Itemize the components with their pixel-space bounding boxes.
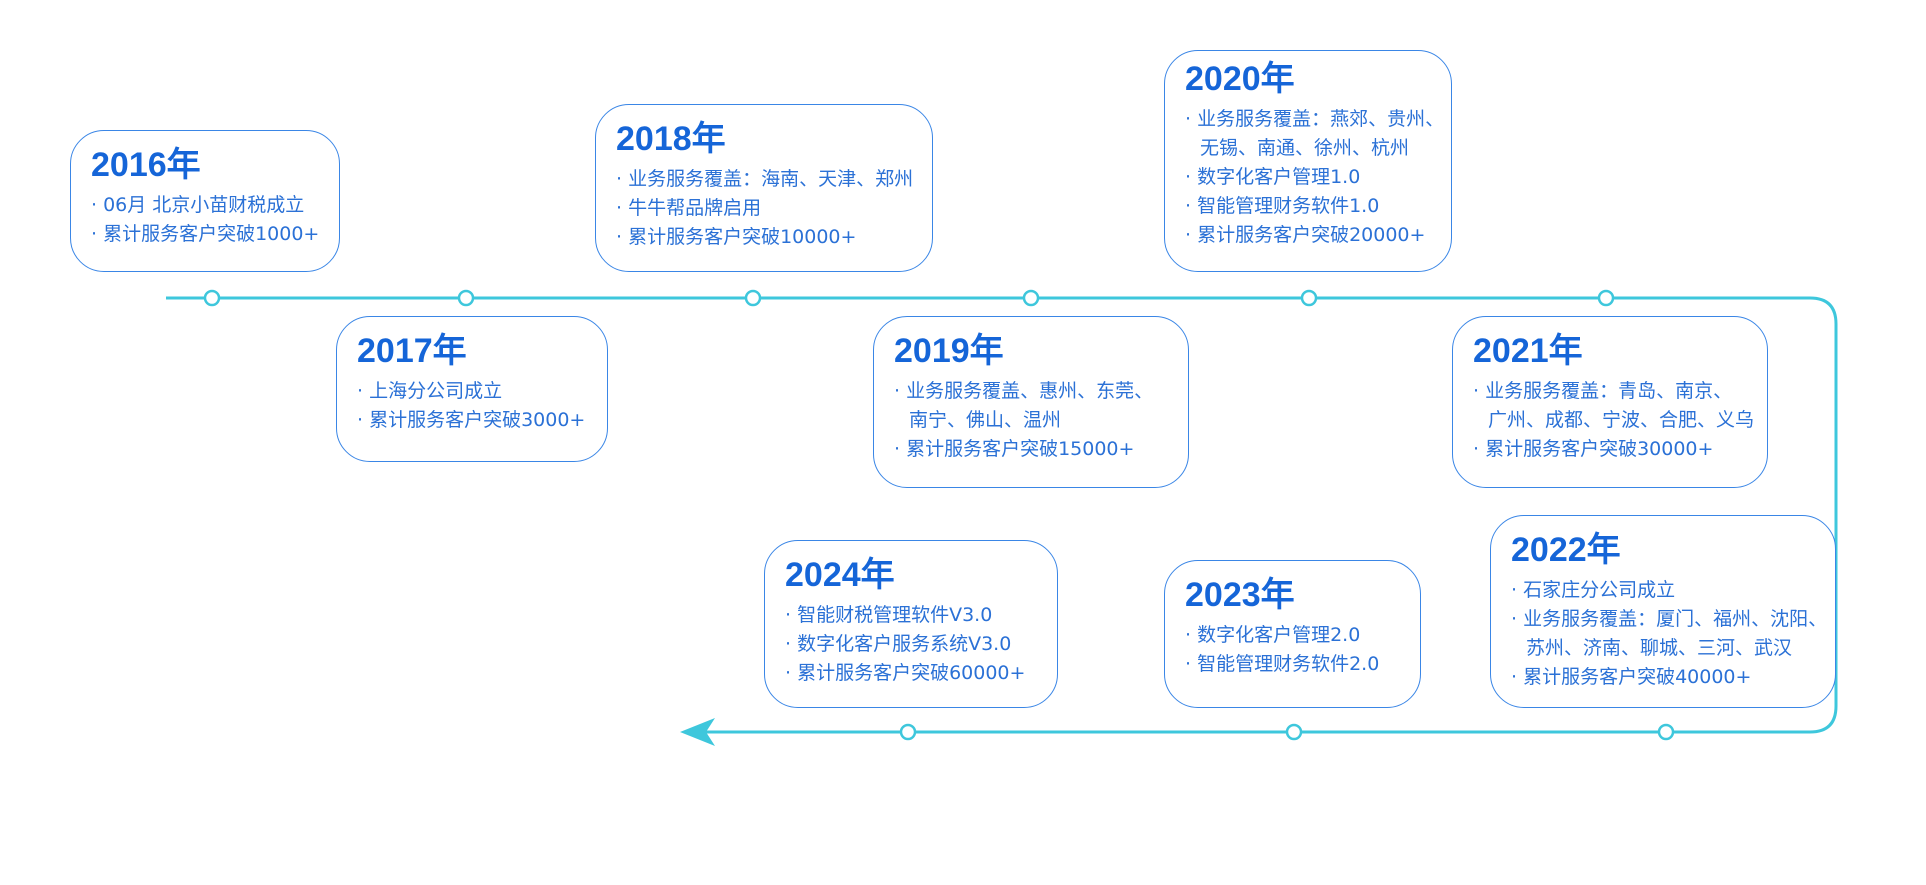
timeline-node bbox=[899, 723, 917, 741]
milestone-card-2020: 2020年 · 业务服务覆盖：燕郊、贵州、 无锡、南通、徐州、杭州 · 数字化客… bbox=[1164, 50, 1452, 272]
milestone-year: 2022年 bbox=[1511, 531, 1621, 569]
milestone-card-2017: 2017年 · 上海分公司成立 · 累计服务客户突破3000+ bbox=[336, 316, 608, 462]
milestone-card-2024: 2024年 · 智能财税管理软件V3.0 · 数字化客户服务系统V3.0 · 累… bbox=[764, 540, 1058, 708]
timeline-node bbox=[1657, 723, 1675, 741]
milestone-year: 2016年 bbox=[91, 146, 201, 184]
milestone-item: · 06月 北京小苗财税成立 bbox=[91, 194, 305, 216]
milestone-item: · 牛牛帮品牌启用 bbox=[616, 197, 762, 219]
milestone-item: · 上海分公司成立 bbox=[357, 380, 503, 402]
milestone-item: · 智能管理财务软件1.0 bbox=[1185, 195, 1380, 217]
milestone-item: · 石家庄分公司成立 bbox=[1511, 579, 1676, 601]
milestone-item: · 业务服务覆盖：燕郊、贵州、 bbox=[1185, 108, 1445, 130]
milestone-card-2022: 2022年 · 石家庄分公司成立 · 业务服务覆盖：厦门、福州、沈阳、 苏州、济… bbox=[1490, 515, 1836, 708]
milestone-item: · 累计服务客户突破30000+ bbox=[1473, 438, 1714, 460]
timeline-node bbox=[744, 289, 762, 307]
milestone-year: 2020年 bbox=[1185, 60, 1295, 98]
milestone-item: · 数字化客户管理1.0 bbox=[1185, 166, 1361, 188]
milestone-item: · 智能财税管理软件V3.0 bbox=[785, 604, 993, 626]
timeline-node bbox=[1300, 289, 1318, 307]
milestone-item: · 累计服务客户突破40000+ bbox=[1511, 666, 1752, 688]
milestone-item: · 智能管理财务软件2.0 bbox=[1185, 653, 1380, 675]
milestone-year: 2019年 bbox=[894, 332, 1004, 370]
timeline-line bbox=[166, 296, 1838, 734]
timeline-node bbox=[1022, 289, 1040, 307]
milestone-card-2021: 2021年 · 业务服务覆盖：青岛、南京、 广州、成都、宁波、合肥、义乌 · 累… bbox=[1452, 316, 1768, 488]
milestone-item: · 累计服务客户突破15000+ bbox=[894, 438, 1135, 460]
milestone-item: · 数字化客户管理2.0 bbox=[1185, 624, 1361, 646]
milestone-item: · 业务服务覆盖：海南、天津、郑州 bbox=[616, 168, 914, 190]
milestone-year: 2024年 bbox=[785, 556, 895, 594]
milestone-item: · 业务服务覆盖：厦门、福州、沈阳、 bbox=[1511, 608, 1828, 630]
milestone-year: 2021年 bbox=[1473, 332, 1583, 370]
milestone-item: 南宁、佛山、温州 bbox=[909, 409, 1062, 431]
milestone-card-2018: 2018年 · 业务服务覆盖：海南、天津、郑州 · 牛牛帮品牌启用 · 累计服务… bbox=[595, 104, 933, 272]
milestone-year: 2017年 bbox=[357, 332, 467, 370]
milestone-item: · 累计服务客户突破20000+ bbox=[1185, 224, 1426, 246]
timeline-node bbox=[1597, 289, 1615, 307]
milestone-item: 苏州、济南、聊城、三河、武汉 bbox=[1526, 637, 1793, 659]
milestone-card-2019: 2019年 · 业务服务覆盖、惠州、东莞、 南宁、佛山、温州 · 累计服务客户突… bbox=[873, 316, 1189, 488]
milestone-item: · 数字化客户服务系统V3.0 bbox=[785, 633, 1012, 655]
milestone-item: 无锡、南通、徐州、杭州 bbox=[1200, 137, 1410, 159]
timeline-node bbox=[1285, 723, 1303, 741]
timeline-node bbox=[457, 289, 475, 307]
milestone-item: · 业务服务覆盖、惠州、东莞、 bbox=[894, 380, 1154, 402]
milestone-item: 广州、成都、宁波、合肥、义乌 bbox=[1488, 409, 1755, 431]
milestone-item: · 业务服务覆盖：青岛、南京、 bbox=[1473, 380, 1733, 402]
milestone-card-2023: 2023年 · 数字化客户管理2.0 · 智能管理财务软件2.0 bbox=[1164, 560, 1421, 708]
arrow-head-icon bbox=[680, 718, 715, 746]
milestone-year: 2023年 bbox=[1185, 576, 1295, 614]
milestone-item: · 累计服务客户突破1000+ bbox=[91, 223, 320, 245]
milestone-year: 2018年 bbox=[616, 120, 726, 158]
milestone-item: · 累计服务客户突破10000+ bbox=[616, 226, 857, 248]
milestone-card-2016: 2016年 · 06月 北京小苗财税成立 · 累计服务客户突破1000+ bbox=[70, 130, 340, 272]
timeline-node bbox=[203, 289, 221, 307]
milestone-item: · 累计服务客户突破3000+ bbox=[357, 409, 586, 431]
milestone-item: · 累计服务客户突破60000+ bbox=[785, 662, 1026, 684]
